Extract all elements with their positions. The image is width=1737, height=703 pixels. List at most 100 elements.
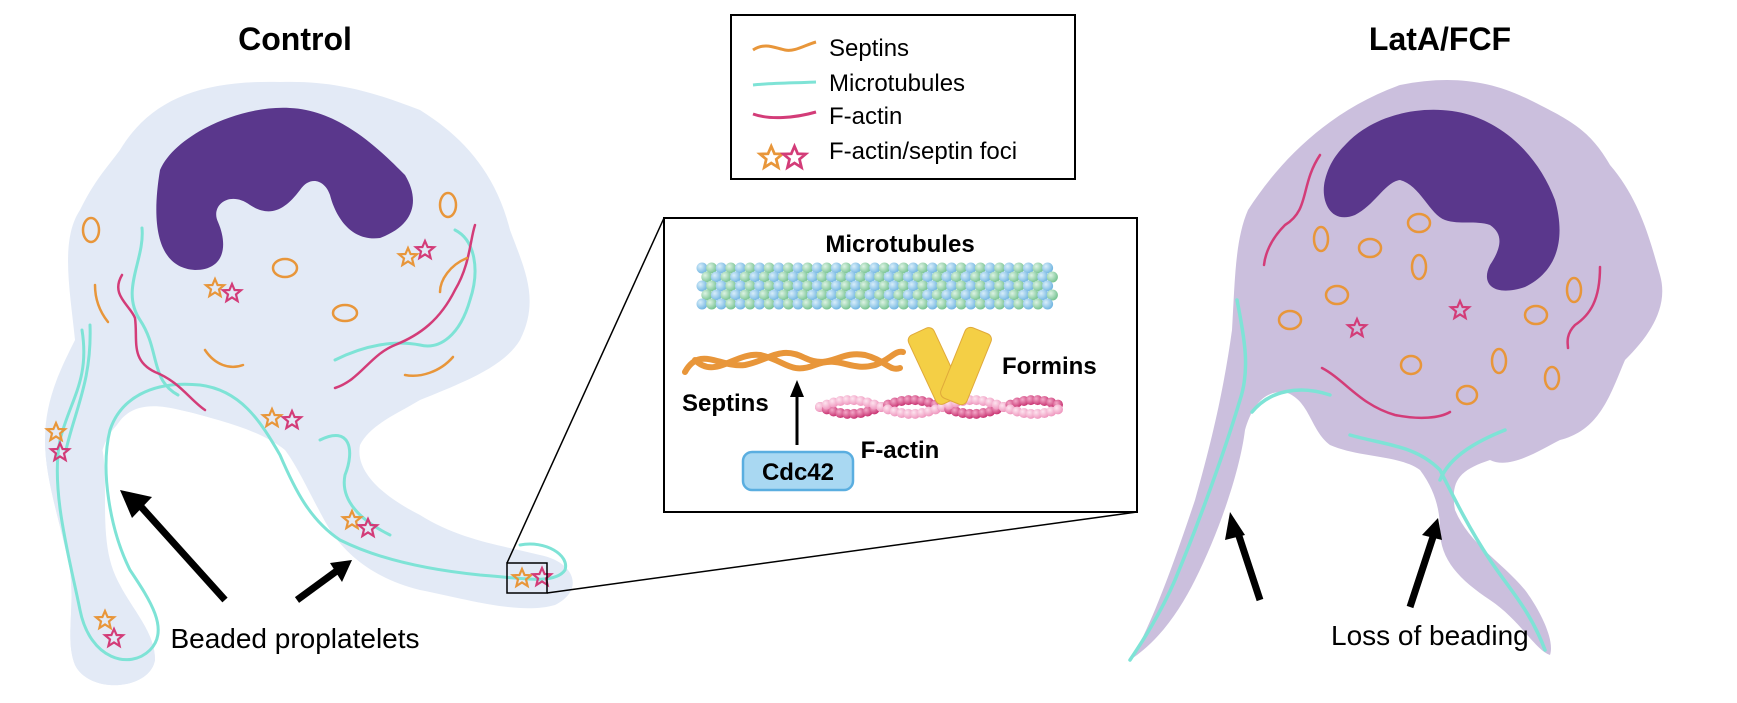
cdc42-arrowhead: [790, 380, 804, 397]
tubulin-subunit: [706, 298, 718, 310]
control-septins: [81, 191, 469, 377]
tubulin-subunit: [979, 271, 991, 283]
tubulin-subunit: [922, 271, 934, 283]
tubulin-subunit: [974, 280, 986, 292]
tubulin-subunit: [710, 289, 722, 301]
treated-title: LatA/FCF: [1369, 21, 1511, 57]
svg-text:Septins: Septins: [829, 35, 909, 62]
tubulin-subunit: [926, 280, 938, 292]
tubulin-subunit: [1032, 298, 1044, 310]
inset-factin-label: F-actin: [861, 437, 940, 464]
tubulin-subunit: [725, 298, 737, 310]
tubulin-subunit: [1032, 280, 1044, 292]
tubulin-subunit: [840, 280, 852, 292]
tubulin-subunit: [888, 298, 900, 310]
tubulin-subunit: [922, 289, 934, 301]
tubulin-subunit: [806, 289, 818, 301]
tubulin-subunit: [787, 271, 799, 283]
tubulin-subunit: [768, 289, 780, 301]
tubulin-subunit: [931, 289, 943, 301]
tubulin-subunit: [826, 289, 838, 301]
actin-monomer: [1053, 404, 1063, 415]
tubulin-subunit: [1003, 262, 1015, 274]
tubulin-subunit: [797, 271, 809, 283]
tubulin-subunit: [994, 298, 1006, 310]
septins-swatch-icon: [752, 40, 817, 52]
tubulin-subunit: [917, 280, 929, 292]
inset-panel: Microtubules Septins Cdc42 Formins F-act…: [663, 217, 1138, 513]
tubulin-subunit: [802, 280, 814, 292]
tubulin-subunit: [965, 262, 977, 274]
tubulin-subunit: [1013, 280, 1025, 292]
tubulin-subunit: [749, 289, 761, 301]
tubulin-subunit: [773, 298, 785, 310]
tubulin-subunit: [936, 298, 948, 310]
tubulin-subunit: [749, 271, 761, 283]
tubulin-subunit: [773, 280, 785, 292]
tubulin-subunit: [974, 262, 986, 274]
tubulin-subunit: [730, 289, 742, 301]
tubulin-subunit: [989, 271, 1001, 283]
tubulin-subunit: [1032, 262, 1044, 274]
tubulin-subunit: [744, 298, 756, 310]
tubulin-subunit: [878, 280, 890, 292]
tubulin-subunit: [1003, 280, 1015, 292]
tubulin-subunit: [960, 289, 972, 301]
tubulin-subunit: [874, 289, 886, 301]
tubulin-subunit: [1046, 271, 1058, 283]
tubulin-subunit: [970, 271, 982, 283]
tubulin-subunit: [725, 280, 737, 292]
tubulin-subunit: [821, 280, 833, 292]
tubulin-subunit: [792, 280, 804, 292]
tubulin-subunit: [946, 298, 958, 310]
tubulin-subunit: [830, 262, 842, 274]
tubulin-subunit: [907, 280, 919, 292]
tubulin-subunit: [970, 289, 982, 301]
tubulin-subunit: [1008, 271, 1020, 283]
tubulin-subunit: [792, 262, 804, 274]
tubulin-subunit: [778, 271, 790, 283]
tubulin-subunit: [998, 289, 1010, 301]
tubulin-subunit: [907, 298, 919, 310]
tubulin-subunit: [936, 262, 948, 274]
tubulin-subunit: [888, 262, 900, 274]
legend-item-foci: F-actin/septin foci: [758, 138, 1017, 169]
control-microtubules: [55, 226, 568, 661]
cdc42-badge: [741, 450, 855, 492]
tubulin-subunit: [955, 280, 967, 292]
tubulin-subunit: [787, 289, 799, 301]
tubulin-subunit: [734, 298, 746, 310]
tubulin-subunit: [864, 289, 876, 301]
tubulin-subunit: [725, 262, 737, 274]
tubulin-subunit: [984, 262, 996, 274]
tubulin-subunit: [715, 262, 727, 274]
zoom-region-box: [506, 562, 548, 594]
treated-septin-rings: [1277, 212, 1583, 406]
tubulin-subunit: [893, 289, 905, 301]
tubulin-subunit: [1003, 298, 1015, 310]
tubulin-subunit: [806, 271, 818, 283]
tubulin-subunit: [1022, 298, 1034, 310]
tubulin-subunit: [883, 271, 895, 283]
tubulin-subunit: [754, 280, 766, 292]
tubulin-subunit: [778, 289, 790, 301]
tubulin-subunit: [720, 289, 732, 301]
tubulin-subunit: [840, 298, 852, 310]
tubulin-subunit: [994, 262, 1006, 274]
tubulin-subunit: [864, 271, 876, 283]
microtubule-tube: [696, 262, 1058, 310]
tubulin-subunit: [720, 271, 732, 283]
tubulin-subunit: [965, 298, 977, 310]
tubulin-subunit: [1042, 280, 1054, 292]
treated-cell: LatA/FCF: [1128, 21, 1663, 662]
tubulin-subunit: [965, 280, 977, 292]
legend: Septins Microtubules F-actin F-actin/sep…: [730, 14, 1076, 180]
tubulin-subunit: [960, 271, 972, 283]
treated-microtubules: [1128, 298, 1547, 662]
tubulin-subunit: [1042, 298, 1054, 310]
tubulin-subunit: [850, 262, 862, 274]
tubulin-subunit: [902, 271, 914, 283]
tubulin-subunit: [955, 298, 967, 310]
tubulin-subunit: [869, 298, 881, 310]
tubulin-subunit: [955, 262, 967, 274]
